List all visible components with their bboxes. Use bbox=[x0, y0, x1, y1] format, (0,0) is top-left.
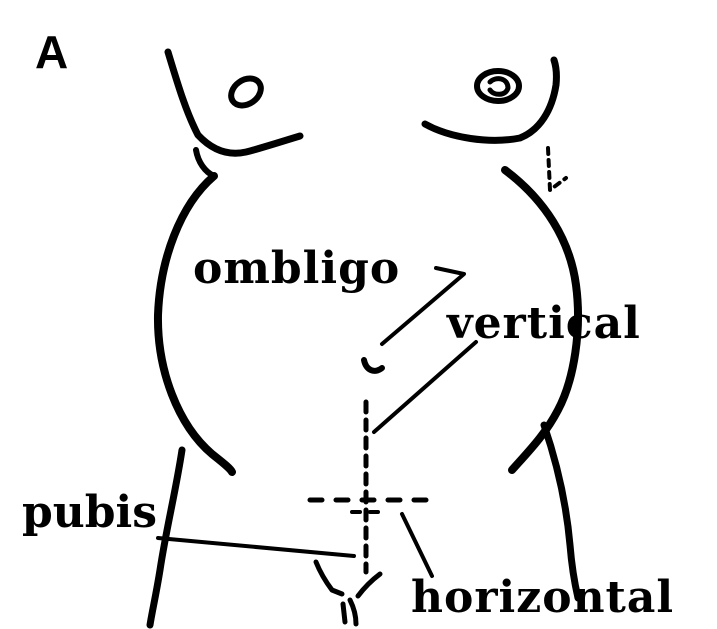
left-breast-fold bbox=[196, 150, 214, 176]
vertical-leader-line bbox=[374, 342, 476, 432]
right-side-tick bbox=[548, 148, 566, 190]
horizontal-leader-line bbox=[402, 514, 432, 576]
label-vertical: vertical bbox=[446, 298, 641, 349]
label-pubis: pubis bbox=[22, 487, 157, 538]
left-nipple-icon bbox=[226, 73, 266, 111]
groin-crease bbox=[316, 562, 342, 594]
label-horizontal: horizontal bbox=[411, 572, 674, 623]
label-ombligo: ombligo bbox=[193, 243, 400, 294]
panel-label: A bbox=[35, 26, 68, 78]
left-flank-outline bbox=[158, 176, 232, 472]
umbilicus-icon bbox=[364, 360, 382, 371]
pubic-mark bbox=[343, 574, 380, 624]
right-nipple-inner bbox=[490, 79, 508, 95]
pubis-leader-line bbox=[158, 538, 354, 556]
